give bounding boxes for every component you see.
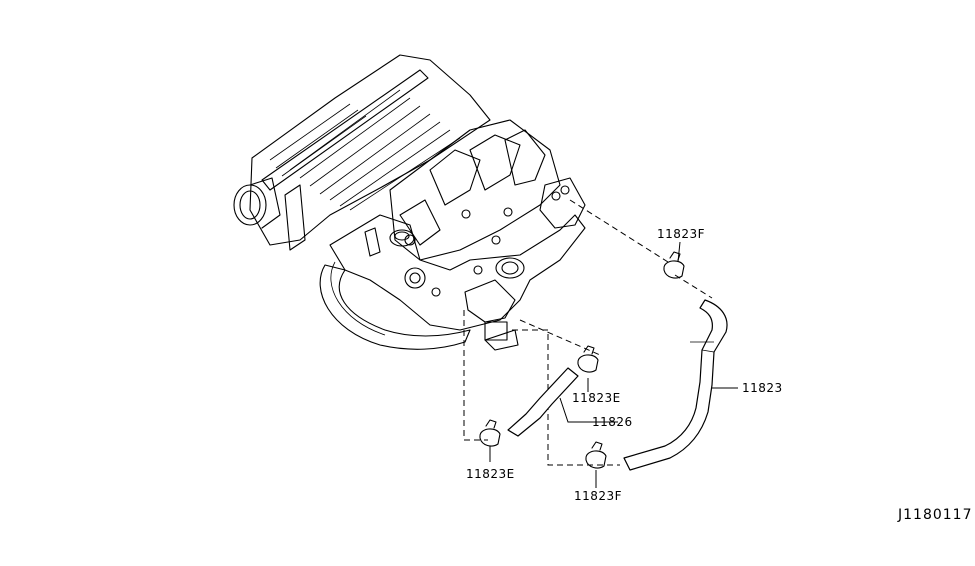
label-11826: 11826 <box>592 415 633 429</box>
clamp-11823E-bottom-icon <box>479 419 501 447</box>
label-11823: 11823 <box>742 381 783 395</box>
hose-11823 <box>623 299 728 471</box>
diagram-code: J1180117 <box>897 507 972 523</box>
leader-lines <box>489 241 738 488</box>
label-11823F-bottom: 11823F <box>574 489 622 503</box>
clamp-11823F-bottom-icon <box>585 441 607 469</box>
clamp-11823E-mid-icon <box>577 345 599 373</box>
label-11823F-top: 11823F <box>657 227 705 241</box>
label-11823E-bottom: 11823E <box>466 467 515 481</box>
engine-assembly <box>233 54 586 351</box>
clamp-11823F-top-icon <box>663 251 685 279</box>
label-11823E-mid: 11823E <box>572 391 621 405</box>
hose-11826 <box>507 367 579 437</box>
